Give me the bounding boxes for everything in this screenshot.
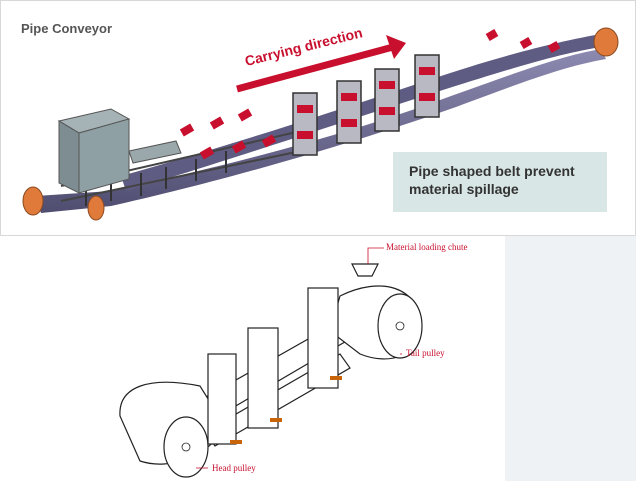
head-pulley [593,27,619,57]
pipe-conveyor-illustration [22,27,619,221]
pipe-conveyor-schematic [119,247,423,478]
direction-arrow-shaft [236,43,394,93]
chute-callout-line [367,247,384,264]
frame-2 [247,327,279,429]
schematic-panel: Material loading chute Tail pulley Head … [0,236,636,481]
tail-pulley-drum [377,293,423,359]
head-pulley-drum [163,416,209,478]
carrying-pipe-belt [121,34,607,191]
head-pulley-label: Head pulley [212,463,256,473]
frame-3 [307,287,339,389]
frame-1 [207,353,237,445]
tail-pulley [22,186,44,216]
spillage-note-box: Pipe shaped belt prevent material spilla… [393,152,607,212]
frame-feet [230,376,342,444]
feed-hopper [57,108,182,194]
chute-label: Material loading chute [386,242,468,252]
idler-panels [292,54,440,156]
direction-arrow-head [386,35,406,59]
tail-pulley-end [87,195,105,221]
pipe-conveyor-photo-panel: Pipe Conveyor Carrying direction Pipe sh… [0,0,636,236]
spillage-note-text: Pipe shaped belt prevent material spilla… [409,163,575,197]
diagram-title: Pipe Conveyor [21,21,113,36]
frame-rail [60,150,302,202]
loading-chute [351,263,379,277]
head-pulley-hub [181,442,191,452]
tail-pulley-label: Tail pulley [406,348,445,358]
side-strip [505,236,636,481]
idler-rollers [179,29,561,160]
tail-pulley-hub [395,321,405,331]
